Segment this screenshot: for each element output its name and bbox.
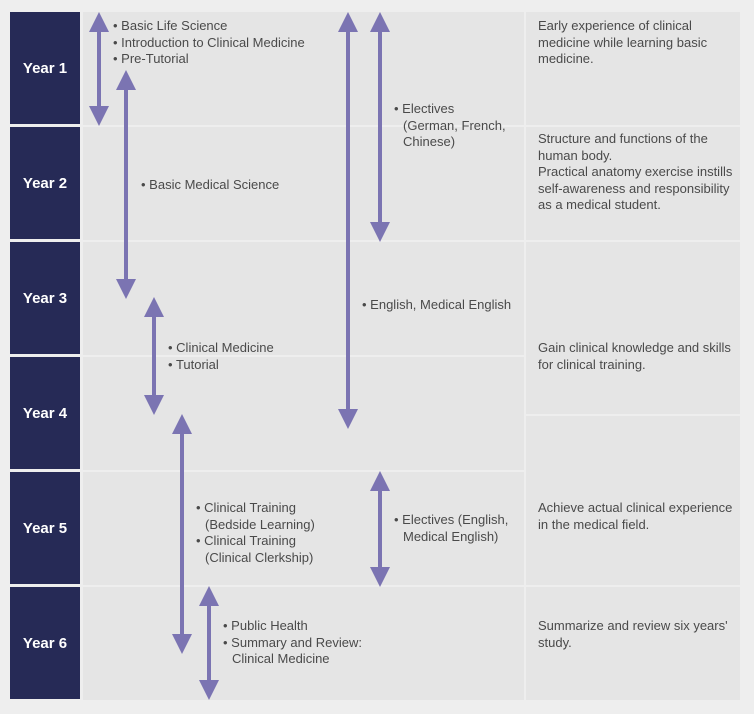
description-year-2: Structure and functions of the human bod… (538, 131, 733, 214)
course-item: Clinical Training (196, 533, 315, 550)
year-4-label: Year 4 (10, 357, 80, 469)
desc-cell-year-1 (526, 12, 740, 125)
year-2-label: Year 2 (10, 127, 80, 239)
course-item: Public Health (223, 618, 362, 635)
course-english: English, Medical English (362, 297, 511, 314)
year6-course-list: Public Health Summary and Review: Clinic… (223, 618, 362, 668)
course-basic-medical-science: Basic Medical Science (141, 177, 279, 194)
description-line: Practical anatomy exercise instills self… (538, 164, 733, 212)
desc-cell-year-4-5 (526, 416, 740, 585)
course-item-detail: (German, French, (403, 117, 506, 133)
course-item: Introduction to Clinical Medicine (113, 35, 305, 52)
description-year-3-4: Gain clinical knowledge and skills for c… (538, 340, 731, 372)
course-item: Clinical Training (196, 500, 315, 517)
course-item: Basic Life Science (113, 18, 305, 35)
course-item-detail: (Clinical Clerkship) (205, 549, 314, 565)
course-item: Clinical Medicine (168, 340, 274, 357)
course-item: Tutorial (168, 357, 274, 374)
year-1-label: Year 1 (10, 12, 80, 124)
year-3-label: Year 3 (10, 242, 80, 354)
year-6-label: Year 6 (10, 587, 80, 699)
course-item-detail: Medical English) (403, 528, 499, 544)
course-item: Summary and Review: (223, 635, 362, 652)
course-item: Pre-Tutorial (113, 51, 305, 68)
description-year-6: Summarize and review six years' study. (538, 618, 728, 650)
electives-1: Electives (German, French, Chinese) (394, 101, 506, 151)
course-item-detail: Clinical Medicine (232, 651, 330, 666)
course-item-detail: (Bedside Learning) (205, 516, 315, 532)
desc-cell-year-2 (526, 127, 740, 240)
description-year-1: Early experience of clinical medicine wh… (538, 18, 708, 66)
clinical-training-list: Clinical Training (Bedside Learning) Cli… (196, 500, 315, 566)
year1-course-list: Basic Life Science Introduction to Clini… (113, 18, 305, 68)
desc-cell-year-6 (526, 587, 740, 700)
course-item: Electives (394, 101, 506, 118)
year-5-label: Year 5 (10, 472, 80, 584)
electives-2: Electives (English, Medical English) (394, 512, 508, 545)
desc-cell-year-3-4 (526, 242, 740, 414)
description-year-5: Achieve actual clinical experience in th… (538, 500, 733, 532)
description-line: Structure and functions of the human bod… (538, 131, 708, 163)
clinical-course-list: Clinical Medicine Tutorial (168, 340, 274, 373)
course-cell-year-5 (83, 472, 524, 585)
course-item-detail: Chinese) (403, 134, 456, 149)
course-item: Electives (English, (394, 512, 508, 529)
